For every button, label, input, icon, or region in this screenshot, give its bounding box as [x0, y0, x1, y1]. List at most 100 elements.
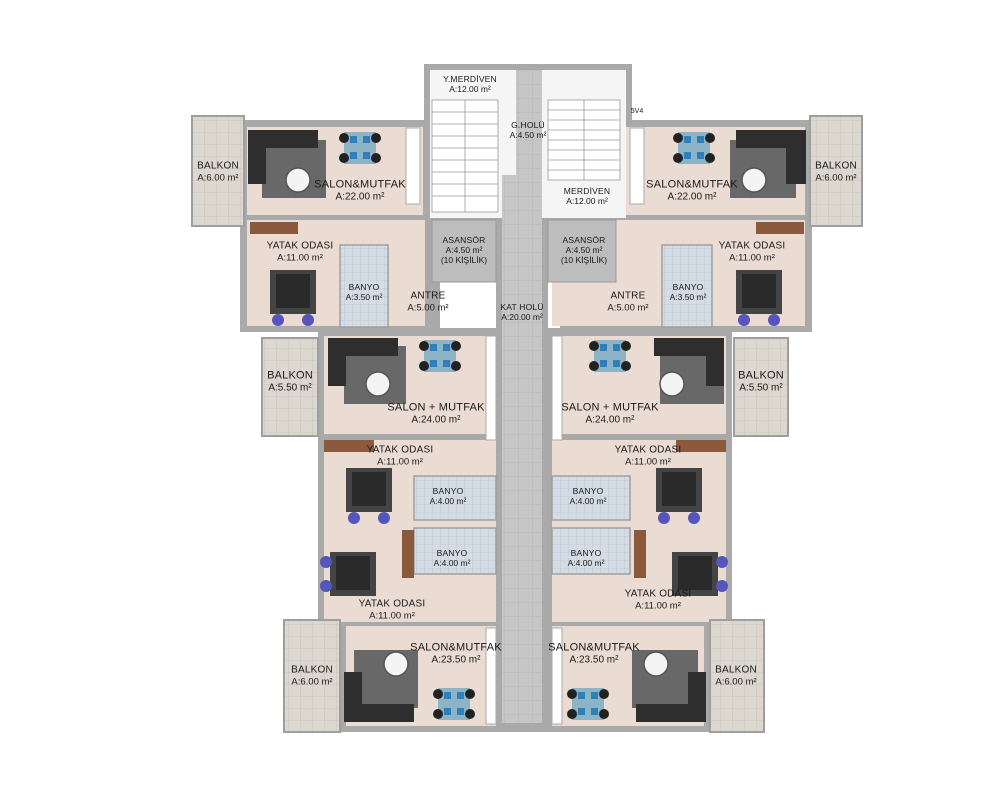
- room-area: A:12.00 m²: [566, 196, 608, 206]
- room-name: BALKON: [715, 664, 757, 676]
- room-name: G.HOLÜ: [511, 119, 545, 130]
- room-name: YATAK ODASI: [358, 598, 426, 610]
- room-area: A:11.00 m²: [369, 610, 415, 622]
- room-area: A:11.00 m²: [729, 252, 775, 264]
- kitchen-counters: [405, 127, 645, 725]
- room-name: BALKON: [815, 160, 857, 172]
- room-name: YATAK ODASI: [624, 588, 692, 600]
- room-area: A:6.00 m²: [197, 172, 239, 184]
- g-holu-floor: [516, 70, 542, 175]
- room-area: A:4.50 m²: [565, 244, 603, 255]
- room-area: A:11.00 m²: [635, 600, 681, 612]
- room-name: BANYO: [572, 485, 604, 496]
- room-name: SALON&MUTFAK: [314, 178, 406, 191]
- room-area: A:12.00 m²: [449, 84, 491, 94]
- room-name: BANYO: [570, 547, 602, 558]
- coffee-tables: [285, 167, 767, 677]
- dining-sets: [339, 132, 715, 720]
- room-area: A:22.00 m²: [335, 191, 385, 203]
- room-name: SALON&MUTFAK: [548, 641, 640, 654]
- room-name: ANTRE: [610, 290, 646, 302]
- room-area: A:24.00 m²: [411, 414, 461, 426]
- room-name: ASANSÖR: [442, 234, 486, 245]
- wardrobes: [250, 222, 804, 578]
- room-name: BANYO: [672, 281, 704, 292]
- room-area: A:11.00 m²: [625, 456, 671, 468]
- staircase-right: [547, 99, 621, 181]
- room-area: A:4.00 m²: [569, 496, 607, 506]
- room-note: (10 KİŞİLİK): [560, 255, 608, 266]
- room-area: A:22.00 m²: [667, 191, 717, 203]
- room-name: YATAK ODASI: [718, 240, 786, 252]
- room-name: YATAK ODASI: [614, 444, 682, 456]
- room-name: ANTRE: [410, 290, 446, 302]
- room-name: SALON&MUTFAK: [646, 178, 738, 191]
- room-area: A:11.00 m²: [277, 252, 323, 264]
- room-area: A:3.50 m²: [345, 292, 383, 302]
- room-area: A:6.00 m²: [815, 172, 857, 184]
- room-name: ASANSÖR: [562, 234, 606, 245]
- room-area: A:5.50 m²: [739, 382, 783, 394]
- room-name: BANYO: [432, 485, 464, 496]
- room-area: A:24.00 m²: [585, 414, 635, 426]
- room-area: A:4.50 m²: [509, 130, 547, 140]
- room-name: SALON + MUTFAK: [561, 401, 659, 414]
- room-name: BALKON: [197, 160, 239, 172]
- room-area: A:5.50 m²: [268, 382, 312, 394]
- kat-holu-floor: [502, 175, 542, 723]
- staircase-left: [431, 99, 499, 213]
- room-area: A:5.00 m²: [607, 302, 649, 314]
- room-name: BALKON: [738, 369, 784, 382]
- elevator-right: [547, 219, 617, 283]
- elevator-left: [431, 219, 497, 283]
- room-area: A:20.00 m²: [501, 312, 543, 322]
- room-area: A:23.50 m²: [569, 654, 619, 666]
- room-name: BANYO: [436, 547, 468, 558]
- room-name: MERDİVEN: [563, 185, 611, 196]
- room-area: A:3.50 m²: [669, 292, 707, 302]
- room-area: A:4.00 m²: [429, 496, 467, 506]
- room-area: A:4.00 m²: [433, 558, 471, 568]
- room-area: A:4.00 m²: [567, 558, 605, 568]
- room-area: A:5.00 m²: [407, 302, 449, 314]
- room-name: SALON&MUTFAK: [410, 641, 502, 654]
- room-note: (10 KİŞİLİK): [440, 255, 488, 266]
- room-name: YATAK ODASI: [366, 444, 434, 456]
- room-area: A:4.50 m²: [445, 244, 483, 255]
- room-name: BANYO: [348, 281, 380, 292]
- room-name: BALKON: [267, 369, 313, 382]
- room-area: A:23.50 m²: [431, 654, 481, 666]
- balconies: [191, 115, 863, 733]
- beds: [270, 270, 782, 596]
